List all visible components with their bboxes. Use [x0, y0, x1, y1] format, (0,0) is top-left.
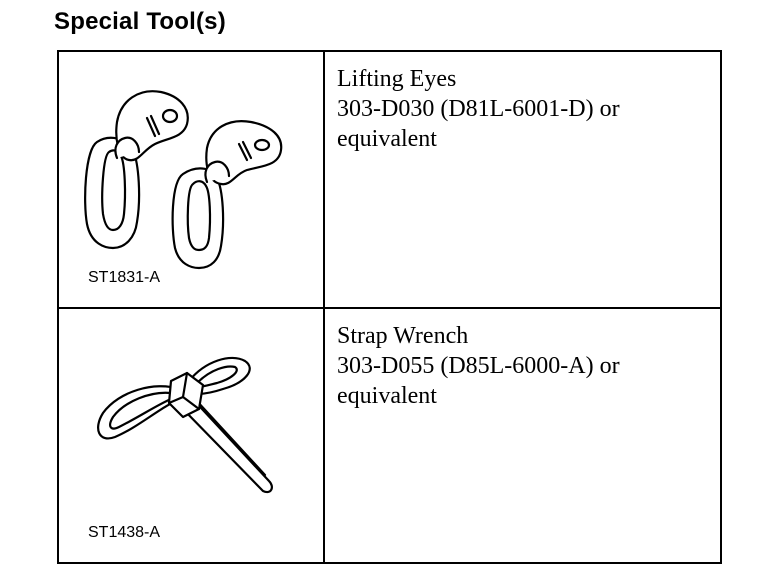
tool-equivalent: equivalent	[337, 126, 437, 152]
strap-wrench-icon	[97, 356, 273, 494]
lifting-eyes-icon	[84, 90, 283, 270]
illustration-code: ST1831-A	[88, 269, 161, 286]
special-tools-table: ST1831-A Lifting Eyes 303-D030 (D81L-600…	[57, 50, 722, 564]
tool-name: Lifting Eyes	[337, 66, 457, 92]
tool-illustration-cell: ST1831-A	[59, 52, 325, 307]
tool-row-strap-wrench: ST1438-A Strap Wrench 303-D055 (D85L-600…	[59, 309, 720, 562]
tool-part-number: 303-D055 (D85L-6000-A) or	[337, 353, 620, 379]
tool-row-lifting-eyes: ST1831-A Lifting Eyes 303-D030 (D81L-600…	[59, 52, 720, 309]
tool-illustration-cell: ST1438-A	[59, 309, 325, 562]
tool-description-cell: Lifting Eyes 303-D030 (D81L-6001-D) or e…	[325, 52, 720, 307]
tool-description-cell: Strap Wrench 303-D055 (D85L-6000-A) or e…	[325, 309, 720, 562]
section-heading: Special Tool(s)	[54, 8, 226, 35]
illustration-code: ST1438-A	[88, 524, 161, 541]
tool-equivalent: equivalent	[337, 383, 437, 409]
tool-part-number: 303-D030 (D81L-6001-D) or	[337, 96, 620, 122]
tool-name: Strap Wrench	[337, 323, 469, 349]
